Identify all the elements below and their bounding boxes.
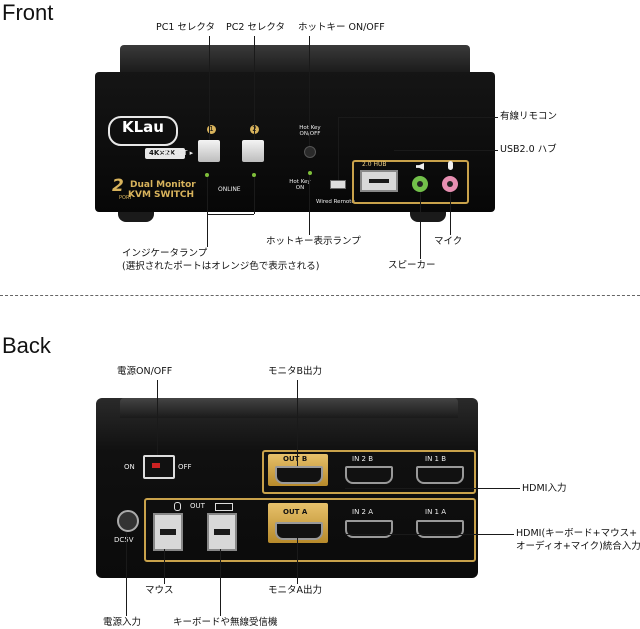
leader-hdmi-combined-h	[345, 534, 514, 535]
in2a-text: IN 2 A	[352, 508, 373, 516]
pc1-online-led	[205, 173, 209, 177]
label-monitor-b: モニタB出力	[268, 366, 323, 377]
product-name-line1: Dual Monitor	[130, 180, 196, 190]
in2b-hdmi-port[interactable]	[345, 466, 393, 484]
front-usb-port[interactable]	[360, 170, 398, 192]
label-usb-hub: USB2.0 ハブ	[500, 144, 557, 155]
mic-icon	[448, 161, 453, 170]
out-a-hdmi-port[interactable]	[275, 522, 323, 540]
label-pc1-selector: PC1 セレクタ	[156, 22, 216, 33]
usb-out-text: OUT	[190, 502, 205, 510]
label-power-switch: 電源ON/OFF	[117, 366, 173, 377]
leader-mic	[450, 192, 451, 235]
leader-monitor-a	[297, 538, 298, 584]
resolution-badge-text: 4K×2K	[149, 149, 176, 157]
ports-badge-sub: PORT	[119, 195, 133, 201]
label-indicator-line2: (選択されたポートはオレンジ色で表示される)	[122, 261, 320, 272]
klau-logo	[108, 116, 178, 146]
power-on-text: ON	[124, 463, 135, 471]
in2b-text: IN 2 B	[352, 455, 374, 463]
mouse-icon-small	[174, 502, 181, 511]
pc1-select-button[interactable]	[198, 140, 220, 162]
leader-hdmi-in-h	[345, 488, 520, 489]
keyboard-icon-small	[215, 503, 233, 511]
front-device-top	[120, 45, 470, 73]
leader-hotkey-switch	[309, 36, 310, 146]
label-hdmi-in: HDMI入力	[522, 483, 567, 494]
select-text: SELECT ▸	[161, 149, 194, 157]
ports-badge-number: 2	[112, 176, 124, 196]
in1b-hdmi-port[interactable]	[416, 466, 464, 484]
mic-jack[interactable]	[442, 176, 458, 192]
leader-indicator-left	[207, 177, 208, 247]
label-speaker: スピーカー	[388, 260, 436, 271]
label-pc2-selector: PC2 セレクタ	[226, 22, 286, 33]
leader-speaker	[420, 192, 421, 259]
pc2-select-button[interactable]	[242, 140, 264, 162]
hotkey-switch-button[interactable]	[304, 146, 316, 158]
leader-monitor-b	[297, 380, 298, 466]
out-b-hdmi-port[interactable]	[275, 466, 323, 484]
label-mouse: マウス	[145, 585, 174, 596]
in2a-hdmi-port[interactable]	[345, 520, 393, 538]
dc-power-jack[interactable]	[117, 510, 139, 532]
hotkey-on-text: Hot Key ON	[289, 179, 311, 191]
in1b-text: IN 1 B	[425, 455, 447, 463]
section-divider	[0, 295, 640, 296]
label-hotkey-lamp: ホットキー表示ランプ	[266, 236, 361, 247]
speaker-icon	[416, 163, 424, 170]
hub-text: 2.0 HUB	[362, 161, 387, 168]
label-hdmi-combined-1: HDMI(キーボード+マウス+	[516, 528, 638, 539]
in1a-hdmi-port[interactable]	[416, 520, 464, 538]
label-indicator-line1: インジケータランプ	[122, 248, 208, 259]
out-a-text: OUT A	[283, 508, 308, 516]
in1a-text: IN 1 A	[425, 508, 446, 516]
power-off-text: OFF	[178, 463, 192, 471]
back-device-top	[120, 398, 458, 418]
row-b-panel	[262, 450, 476, 494]
label-keyboard: キーボードや無線受信機	[173, 617, 278, 628]
online-text: ONLINE	[218, 186, 241, 193]
pc2-online-led	[252, 173, 256, 177]
front-hub-panel	[352, 160, 469, 204]
dc-text: DC5V	[114, 536, 134, 544]
klau-logo-text: KLau	[122, 118, 164, 136]
wired-remote-port[interactable]	[330, 180, 346, 189]
leader-usb-hub	[394, 150, 498, 151]
front-device-face	[95, 72, 495, 212]
label-power-input: 電源入力	[103, 617, 142, 628]
leader-keyboard	[220, 549, 221, 616]
wired-remote-text: Wired Remote	[316, 199, 355, 205]
label-hdmi-combined-2: オーディオ+マイク)統合入力	[516, 541, 640, 552]
leader-mouse	[164, 549, 165, 584]
label-monitor-a: モニタA出力	[268, 585, 322, 596]
leader-pc2	[254, 36, 255, 140]
label-wired-remote: 有線リモコン	[500, 111, 558, 122]
btn1-number: 1	[207, 125, 216, 134]
hotkey-onoff-text: Hot Key ON/OFF	[299, 125, 321, 137]
keyboard-usb-port[interactable]	[207, 513, 237, 551]
speaker-jack[interactable]	[412, 176, 428, 192]
leader-wired-remote-h	[338, 117, 498, 118]
label-hotkey-onoff: ホットキー ON/OFF	[298, 22, 385, 33]
label-mic: マイク	[434, 236, 463, 247]
mouse-usb-port[interactable]	[153, 513, 183, 551]
out-b-text: OUT B	[283, 455, 308, 463]
resolution-badge	[145, 148, 185, 159]
leader-indicator-right	[254, 177, 255, 214]
hotkey-on-led	[308, 171, 312, 175]
back-section-title: Back	[2, 333, 51, 358]
front-section-title: Front	[2, 0, 54, 25]
row-a-panel	[144, 498, 476, 562]
leader-power-switch	[157, 380, 158, 455]
leader-hotkey-lamp	[309, 175, 310, 235]
power-rocker-dot	[152, 463, 160, 468]
leader-power-input	[126, 532, 127, 616]
leader-indicator-h	[207, 214, 254, 215]
leader-wired-remote-v	[338, 117, 339, 180]
product-name-line2: KVM SWITCH	[128, 190, 195, 200]
leader-pc1	[209, 36, 210, 140]
